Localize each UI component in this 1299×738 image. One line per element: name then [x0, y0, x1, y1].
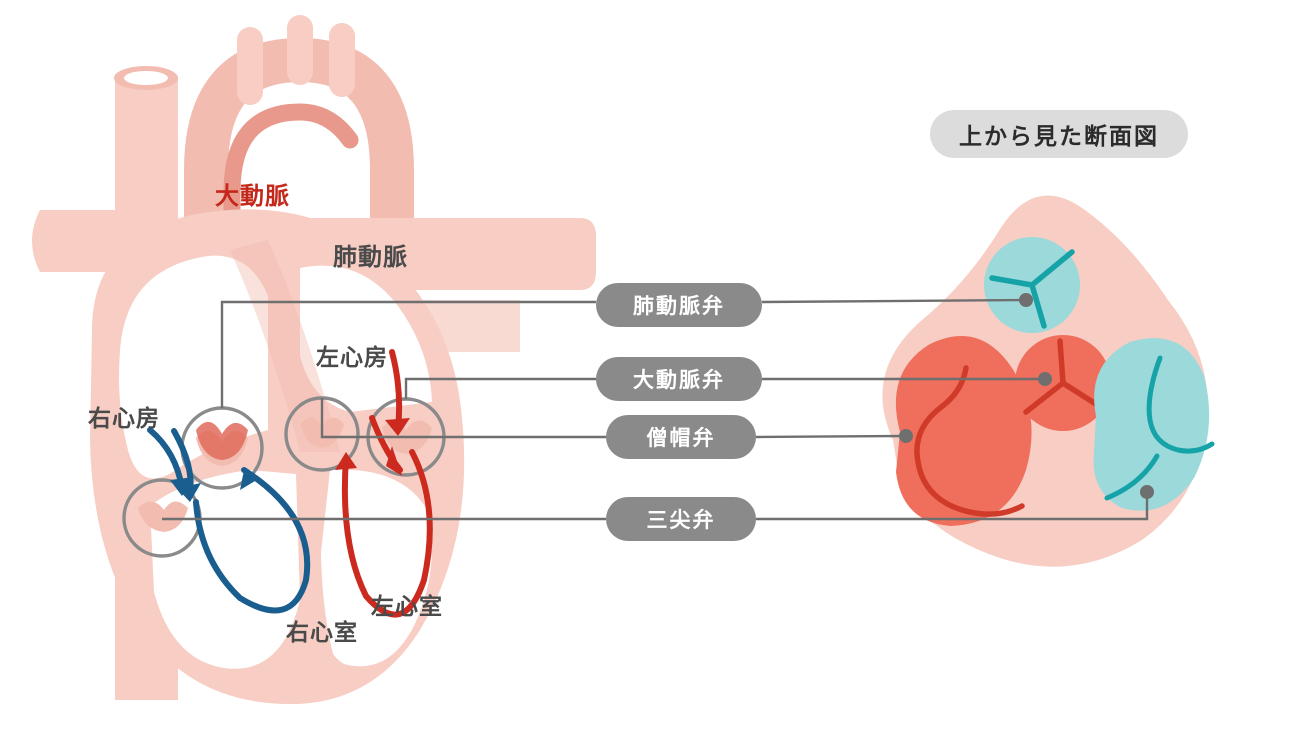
- pill-mitral-valve[interactable]: 僧帽弁: [606, 415, 756, 459]
- mitral-valve-shape: [895, 336, 1032, 526]
- label-pulmonary-artery: 肺動脈: [333, 244, 408, 271]
- dot-tricuspid: [1140, 485, 1154, 499]
- leader-pulmonary: [220, 300, 596, 408]
- dot-aortic: [1038, 372, 1052, 386]
- cross-section-title: 上から見た断面図: [930, 110, 1188, 158]
- flow-arrowheads-arterial: [335, 418, 410, 476]
- pill-pulmonary-valve[interactable]: 肺動脈弁: [596, 283, 762, 327]
- label-left-atrium: 左心房: [316, 344, 388, 370]
- label-right-ventricle: 右心室: [286, 619, 358, 645]
- flow-arrowheads-venous: [170, 470, 260, 502]
- dot-pulmonary: [1019, 293, 1033, 307]
- pill-tricuspid-valve[interactable]: 三尖弁: [606, 497, 756, 541]
- label-left-ventricle: 左心室: [371, 593, 443, 619]
- dot-mitral: [899, 429, 913, 443]
- label-aorta: 大動脈: [215, 183, 290, 210]
- tricuspid-valve-shape: [1093, 338, 1215, 511]
- label-right-atrium: 右心房: [88, 405, 160, 431]
- leader-mitral: [320, 398, 606, 439]
- leader-dots: [899, 293, 1154, 499]
- pulmonary-valve-shape: [984, 237, 1080, 333]
- leader-aortic: [404, 377, 596, 399]
- pill-aortic-valve[interactable]: 大動脈弁: [596, 357, 762, 401]
